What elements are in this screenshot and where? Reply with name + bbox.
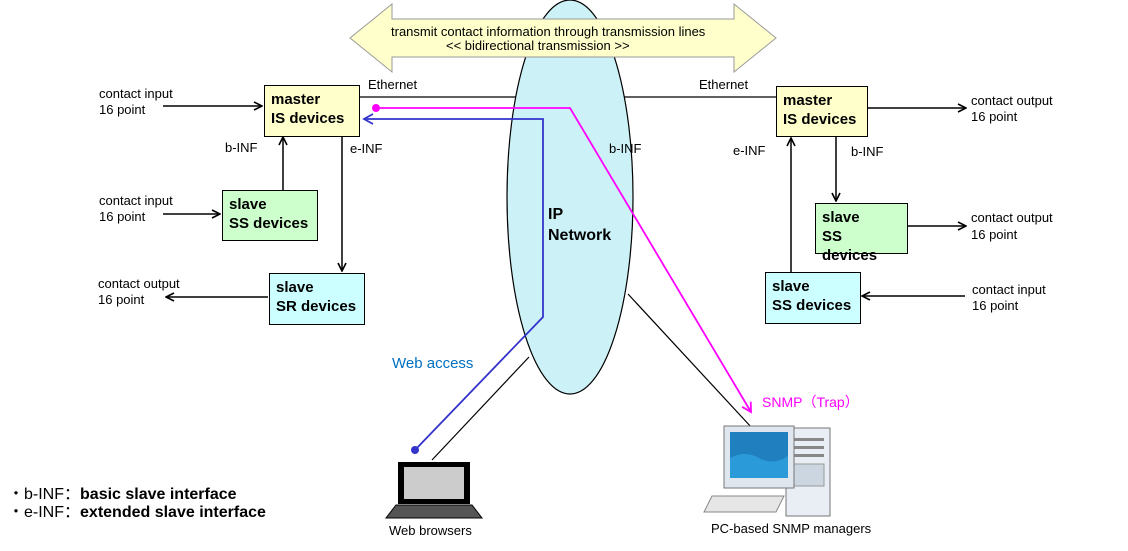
right-slave-ss-devices-top: slave SS devices: [815, 203, 908, 264]
right-slave-ss-top-line1: slave: [822, 209, 860, 226]
left-master-line1: master: [271, 91, 321, 108]
left-b-inf-label: b-INF: [225, 140, 258, 155]
legend-b-inf-key: ・b-INF：: [8, 486, 81, 503]
right-slave-ss-bottom-line1: slave: [772, 278, 810, 295]
right-contact-in-label2: 16 point: [972, 298, 1019, 313]
web-access-label: Web access: [392, 355, 474, 372]
left-slave-ss-line1: slave: [229, 196, 267, 213]
left-e-inf-label: e-INF: [350, 141, 383, 156]
legend-b-inf-value: basic slave interface: [80, 486, 237, 503]
left-master-line2: IS devices: [271, 110, 345, 127]
snmp-trap-path: [376, 107, 752, 414]
web-browsers-label: Web browsers: [389, 523, 472, 538]
left-contact-in2-label1: contact input: [99, 193, 173, 208]
left-slave-sr-devices: slave SR devices: [269, 273, 365, 325]
snmp-trap-dot: [372, 104, 380, 112]
right-contact-in-label1: contact input: [972, 282, 1046, 297]
right-slave-ss-top-line2: SS devices: [822, 228, 878, 264]
right-contact-out1-label2: 16 point: [971, 109, 1018, 124]
left-contact-in2-label2: 16 point: [99, 209, 146, 224]
right-contact-out1-label1: contact output: [971, 93, 1053, 108]
left-master-is-devices: master IS devices: [264, 85, 360, 137]
right-slave-ss-devices-bottom: slave SS devices: [765, 272, 861, 324]
snmp-trap-label: SNMP（Trap）: [762, 394, 859, 410]
left-ethernet-label: Ethernet: [368, 77, 418, 92]
left-slave-ss-line2: SS devices: [229, 215, 309, 232]
right-ethernet-label: Ethernet: [699, 77, 749, 92]
bidirectional-arrow: [349, 2, 777, 74]
right-master-is-devices: master IS devices: [776, 86, 868, 137]
banner-line1: transmit contact information through tra…: [391, 24, 706, 39]
legend-b-inf: ・b-INF：basic slave interface: [8, 486, 237, 504]
ip-network-label-line1: IP: [548, 206, 564, 223]
left-slave-ss-devices: slave SS devices: [222, 190, 318, 241]
web-access-dot: [411, 446, 419, 454]
legend-e-inf-value: extended slave interface: [80, 504, 266, 521]
right-b-inf-label: b-INF: [851, 144, 884, 159]
left-slave-sr-line1: slave: [276, 279, 314, 296]
left-slave-sr-line2: SR devices: [276, 298, 357, 315]
left-contact-in1-label1: contact input: [99, 86, 173, 101]
web-access-path: [362, 113, 544, 451]
ip-network-label-line2: Network: [548, 227, 612, 244]
left-contact-in1-label2: 16 point: [99, 102, 146, 117]
right-contact-out2-label1: contact output: [971, 210, 1053, 225]
legend-e-inf-key: ・e-INF：: [8, 504, 81, 521]
right-e-inf-label: e-INF: [733, 143, 766, 158]
right-slave-ss-bottom-line2: SS devices: [772, 297, 852, 314]
left-contact-out-label1: contact output: [98, 276, 180, 291]
laptop-icon: [384, 462, 484, 519]
pc-server-icon: [703, 425, 831, 517]
manager-link-line: [627, 293, 753, 429]
browser-link-line: [431, 356, 530, 461]
right-b-inf-center-label: b-INF: [609, 141, 642, 156]
banner-line2: << bidirectional transmission >>: [446, 38, 630, 53]
legend-e-inf: ・e-INF：extended slave interface: [8, 504, 266, 522]
right-contact-out2-label2: 16 point: [971, 227, 1018, 242]
left-contact-out-label2: 16 point: [98, 292, 145, 307]
right-master-line2: IS devices: [783, 111, 857, 128]
ip-network-ellipse: [506, 0, 634, 395]
right-master-line1: master: [783, 92, 833, 109]
pc-managers-label: PC-based SNMP managers: [711, 521, 872, 536]
